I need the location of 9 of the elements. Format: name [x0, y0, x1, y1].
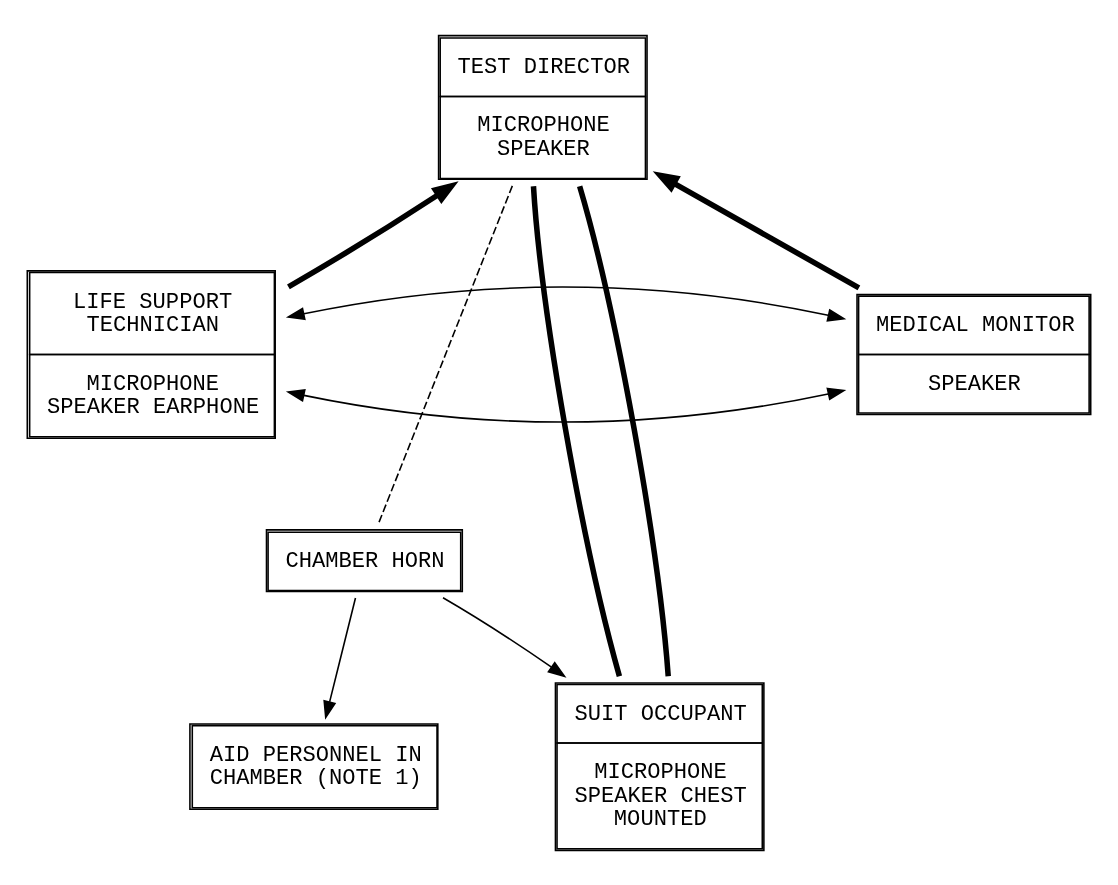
arrow: [285, 285, 847, 322]
arrow: [285, 387, 847, 423]
arrow: [442, 596, 567, 678]
connector: [577, 185, 671, 676]
connector: [530, 185, 623, 677]
arrow: [287, 180, 459, 289]
arrow: [652, 170, 861, 290]
arrow: [323, 596, 357, 720]
connector: [377, 184, 514, 524]
